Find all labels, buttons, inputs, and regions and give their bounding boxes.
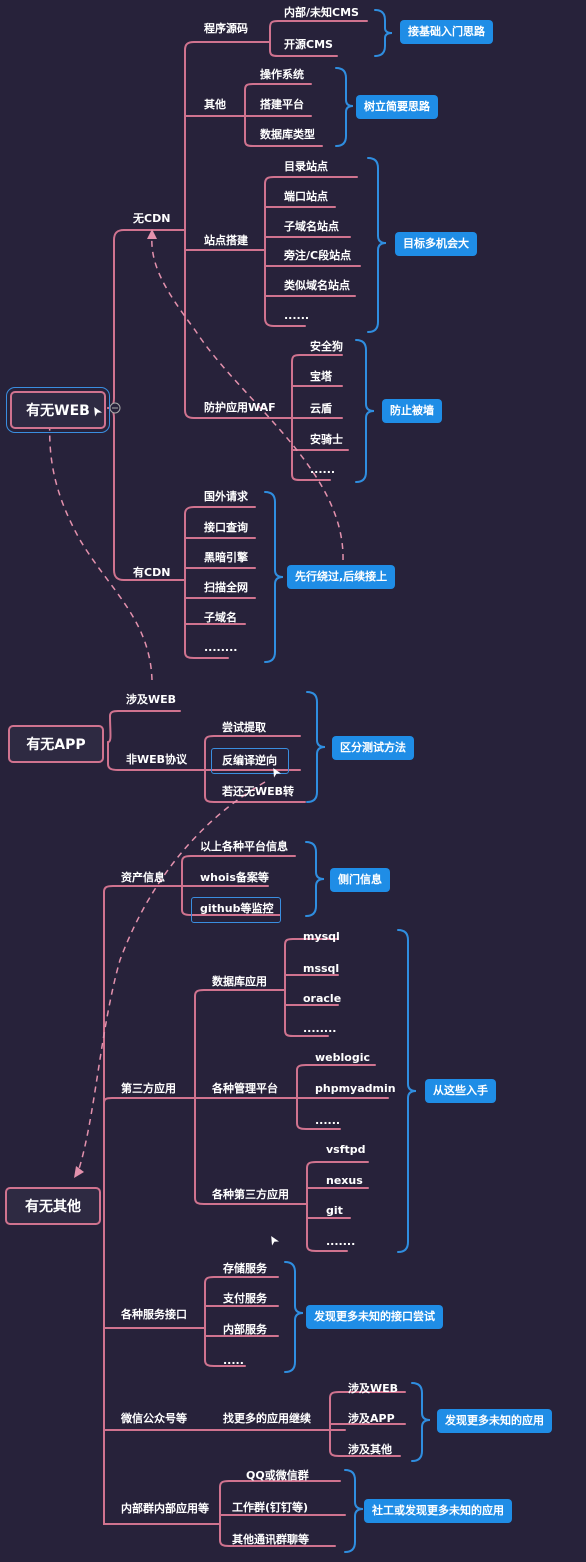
node-site-item-5[interactable]: 类似域名站点 (284, 279, 350, 292)
node-db-item-4[interactable]: ........ (303, 1022, 337, 1035)
node-iface-item-2[interactable]: 支付服务 (223, 1292, 267, 1305)
node-no-cdn[interactable]: 无CDN (133, 212, 171, 225)
tag-wechat[interactable]: 发现更多未知的应用 (437, 1409, 552, 1433)
selection-box (211, 748, 289, 774)
node-cdn-item-1[interactable]: 国外请求 (204, 490, 248, 503)
node-db-item-2[interactable]: mssql (303, 962, 340, 975)
node-apps[interactable]: 各种第三方应用 (212, 1188, 289, 1201)
node-cdn-item-2[interactable]: 接口查询 (204, 521, 248, 534)
node-apps-item-2[interactable]: nexus (326, 1174, 363, 1187)
tag-assets[interactable]: 侧门信息 (330, 868, 390, 892)
node-apps-item-1[interactable]: vsftpd (326, 1143, 366, 1156)
tag-internal[interactable]: 社工或发现更多未知的应用 (364, 1499, 512, 1523)
node-wechat[interactable]: 微信公众号等 (121, 1412, 187, 1425)
node-cdn-item-5[interactable]: 子域名 (204, 611, 237, 624)
node-third[interactable]: 第三方应用 (121, 1082, 176, 1095)
github-box (191, 897, 281, 923)
node-source-item-1[interactable]: 内部/未知CMS (284, 6, 359, 19)
node-assets-item-2[interactable]: whois备案等 (200, 871, 269, 884)
tag-iface[interactable]: 发现更多未知的接口尝试 (306, 1305, 443, 1329)
tag-app[interactable]: 区分测试方法 (332, 736, 414, 760)
root-app[interactable]: 有无APP (8, 725, 104, 763)
node-wechat-item-3[interactable]: 涉及其他 (348, 1443, 392, 1456)
node-other-item-2[interactable]: 搭建平台 (260, 98, 304, 111)
node-assets-item-3[interactable]: github等监控 (200, 902, 274, 915)
node-internal[interactable]: 内部群内部应用等 (121, 1502, 209, 1515)
node-db-item-3[interactable]: oracle (303, 992, 342, 1005)
node-waf[interactable]: 防护应用WAF (204, 401, 276, 414)
node-app-nonweb[interactable]: 非WEB协议 (126, 753, 188, 766)
node-db[interactable]: 数据库应用 (212, 975, 267, 988)
node-assets-item-1[interactable]: 以上各种平台信息 (200, 840, 288, 853)
node-waf-item-1[interactable]: 安全狗 (310, 340, 343, 353)
node-waf-item-4[interactable]: 安骑士 (310, 433, 343, 446)
node-wechat-mid[interactable]: 找更多的应用继续 (223, 1412, 311, 1425)
node-site-item-1[interactable]: 目录站点 (284, 160, 328, 173)
node-source-item-2[interactable]: 开源CMS (284, 38, 333, 51)
node-mgmt[interactable]: 各种管理平台 (212, 1082, 278, 1095)
node-iface-item-1[interactable]: 存储服务 (223, 1262, 267, 1275)
tag-source[interactable]: 接基础入门思路 (400, 20, 493, 44)
node-internal-item-3[interactable]: 其他通讯群聊等 (232, 1533, 309, 1546)
node-site-item-2[interactable]: 端口站点 (284, 190, 328, 203)
node-mgmt-item-2[interactable]: phpmyadmin (315, 1082, 396, 1095)
node-wechat-item-1[interactable]: 涉及WEB (348, 1382, 399, 1395)
node-waf-item-5[interactable]: ...... (310, 463, 336, 476)
node-app-web[interactable]: 涉及WEB (126, 693, 177, 706)
node-apps-item-3[interactable]: git (326, 1204, 343, 1217)
node-mgmt-item-1[interactable]: weblogic (315, 1051, 370, 1064)
node-site-item-6[interactable]: ...... (284, 309, 310, 322)
node-internal-item-1[interactable]: QQ或微信群 (246, 1469, 309, 1482)
node-cdn-item-3[interactable]: 黑暗引擎 (204, 551, 248, 564)
node-db-item-1[interactable]: mysql (303, 930, 340, 943)
node-mgmt-item-3[interactable]: ...... (315, 1114, 341, 1127)
tag-site[interactable]: 目标多机会大 (395, 232, 477, 256)
node-cdn-item-4[interactable]: 扫描全网 (204, 581, 248, 594)
node-internal-item-2[interactable]: 工作群(钉钉等) (232, 1501, 309, 1514)
root-other[interactable]: 有无其他 (5, 1187, 101, 1225)
node-waf-item-3[interactable]: 云盾 (310, 402, 332, 415)
node-iface-item-3[interactable]: 内部服务 (223, 1323, 267, 1336)
node-app-item-3[interactable]: 若还无WEB转 (222, 785, 295, 798)
node-iface[interactable]: 各种服务接口 (121, 1308, 187, 1321)
node-site[interactable]: 站点搭建 (204, 234, 248, 247)
node-other-item-1[interactable]: 操作系统 (260, 68, 304, 81)
node-app-item-2[interactable]: 反编译逆向 (222, 754, 277, 767)
node-other-item-3[interactable]: 数据库类型 (260, 128, 315, 141)
node-has-cdn[interactable]: 有CDN (133, 566, 171, 579)
node-other[interactable]: 其他 (204, 98, 226, 111)
tag-cdn[interactable]: 先行绕过,后续接上 (287, 565, 396, 589)
root-web[interactable]: 有无WEB (6, 387, 110, 433)
node-cdn-item-6[interactable]: ........ (204, 641, 238, 654)
tag-other[interactable]: 树立简要思路 (356, 95, 438, 119)
tag-third[interactable]: 从这些入手 (425, 1079, 496, 1103)
node-iface-item-4[interactable]: ..... (223, 1354, 244, 1367)
node-apps-item-4[interactable]: ....... (326, 1235, 356, 1248)
node-assets[interactable]: 资产信息 (121, 871, 165, 884)
node-source[interactable]: 程序源码 (204, 22, 248, 35)
node-site-item-3[interactable]: 子域名站点 (284, 220, 339, 233)
node-wechat-item-2[interactable]: 涉及APP (348, 1412, 395, 1425)
tag-waf[interactable]: 防止被墙 (382, 399, 442, 423)
node-app-item-1[interactable]: 尝试提取 (222, 721, 266, 734)
node-site-item-4[interactable]: 旁注/C段站点 (284, 249, 352, 262)
node-waf-item-2[interactable]: 宝塔 (310, 370, 332, 383)
